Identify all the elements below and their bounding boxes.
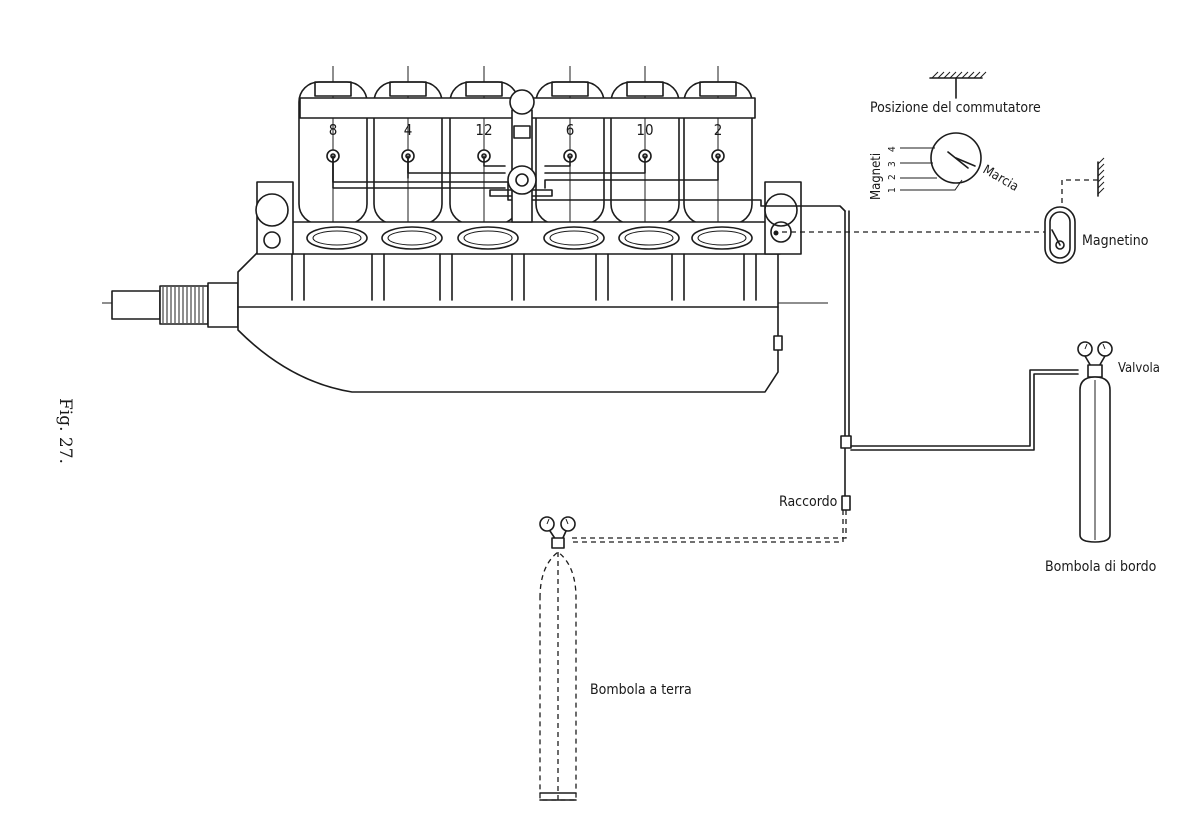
- switch-number-3: 3: [887, 161, 898, 167]
- cylinder: [298, 66, 368, 230]
- cylinder: [610, 66, 680, 230]
- crankcase: [237, 251, 779, 393]
- intake-port: [306, 226, 368, 250]
- cylinder-number: 12: [475, 121, 492, 139]
- gas-distribution-pipes: [332, 155, 846, 212]
- engine-block: 8 4 12 6 10 2: [102, 66, 846, 393]
- intake-port: [381, 226, 443, 250]
- run-label: Marcia: [980, 162, 1021, 194]
- intake-port: [691, 226, 753, 250]
- cylinder: [535, 66, 605, 230]
- cylinder: [373, 66, 443, 230]
- cylinder-number: 6: [566, 121, 575, 139]
- magneto-label: Magnetino: [1082, 233, 1149, 249]
- valve-label: Valvola: [1118, 361, 1160, 376]
- switch-number-2: 2: [887, 174, 898, 180]
- ignition-switch: Posizione del commutatore 4 3 2 1 Magnet…: [869, 71, 1041, 200]
- figure-number: Fig. 27.: [55, 398, 75, 464]
- onboard-bottle: Valvola Bombola di bordo: [1045, 341, 1160, 575]
- ground-bottle-label: Bombola a terra: [590, 682, 692, 698]
- right-end-boss: [764, 181, 802, 255]
- cylinder: [449, 66, 519, 230]
- cylinder: [683, 66, 753, 230]
- intake-manifold: [291, 221, 781, 255]
- magnets-label: Magneti: [869, 153, 884, 200]
- ground-hose: [570, 510, 847, 539]
- left-end-boss: [255, 181, 294, 255]
- switch-number-1: 1: [887, 187, 898, 193]
- propeller-shaft: [111, 282, 239, 328]
- ground-bottle: Bombola a terra: [539, 516, 692, 801]
- cylinder-number: 4: [404, 121, 413, 139]
- fitting-label: Raccordo: [779, 494, 838, 510]
- intake-port: [457, 226, 519, 250]
- switch-position-label: Posizione del commutatore: [870, 100, 1041, 116]
- intake-port: [543, 226, 605, 250]
- central-distributor: [507, 89, 537, 223]
- intake-port: [618, 226, 680, 250]
- cylinder-number: 2: [714, 121, 723, 139]
- magneto: Magnetino: [1044, 157, 1149, 264]
- switch-number-4: 4: [887, 146, 898, 152]
- cylinder-number: 8: [329, 121, 338, 139]
- main-gas-line: [840, 210, 1079, 511]
- cylinder-number: 10: [636, 121, 653, 139]
- onboard-bottle-label: Bombola di bordo: [1045, 559, 1157, 575]
